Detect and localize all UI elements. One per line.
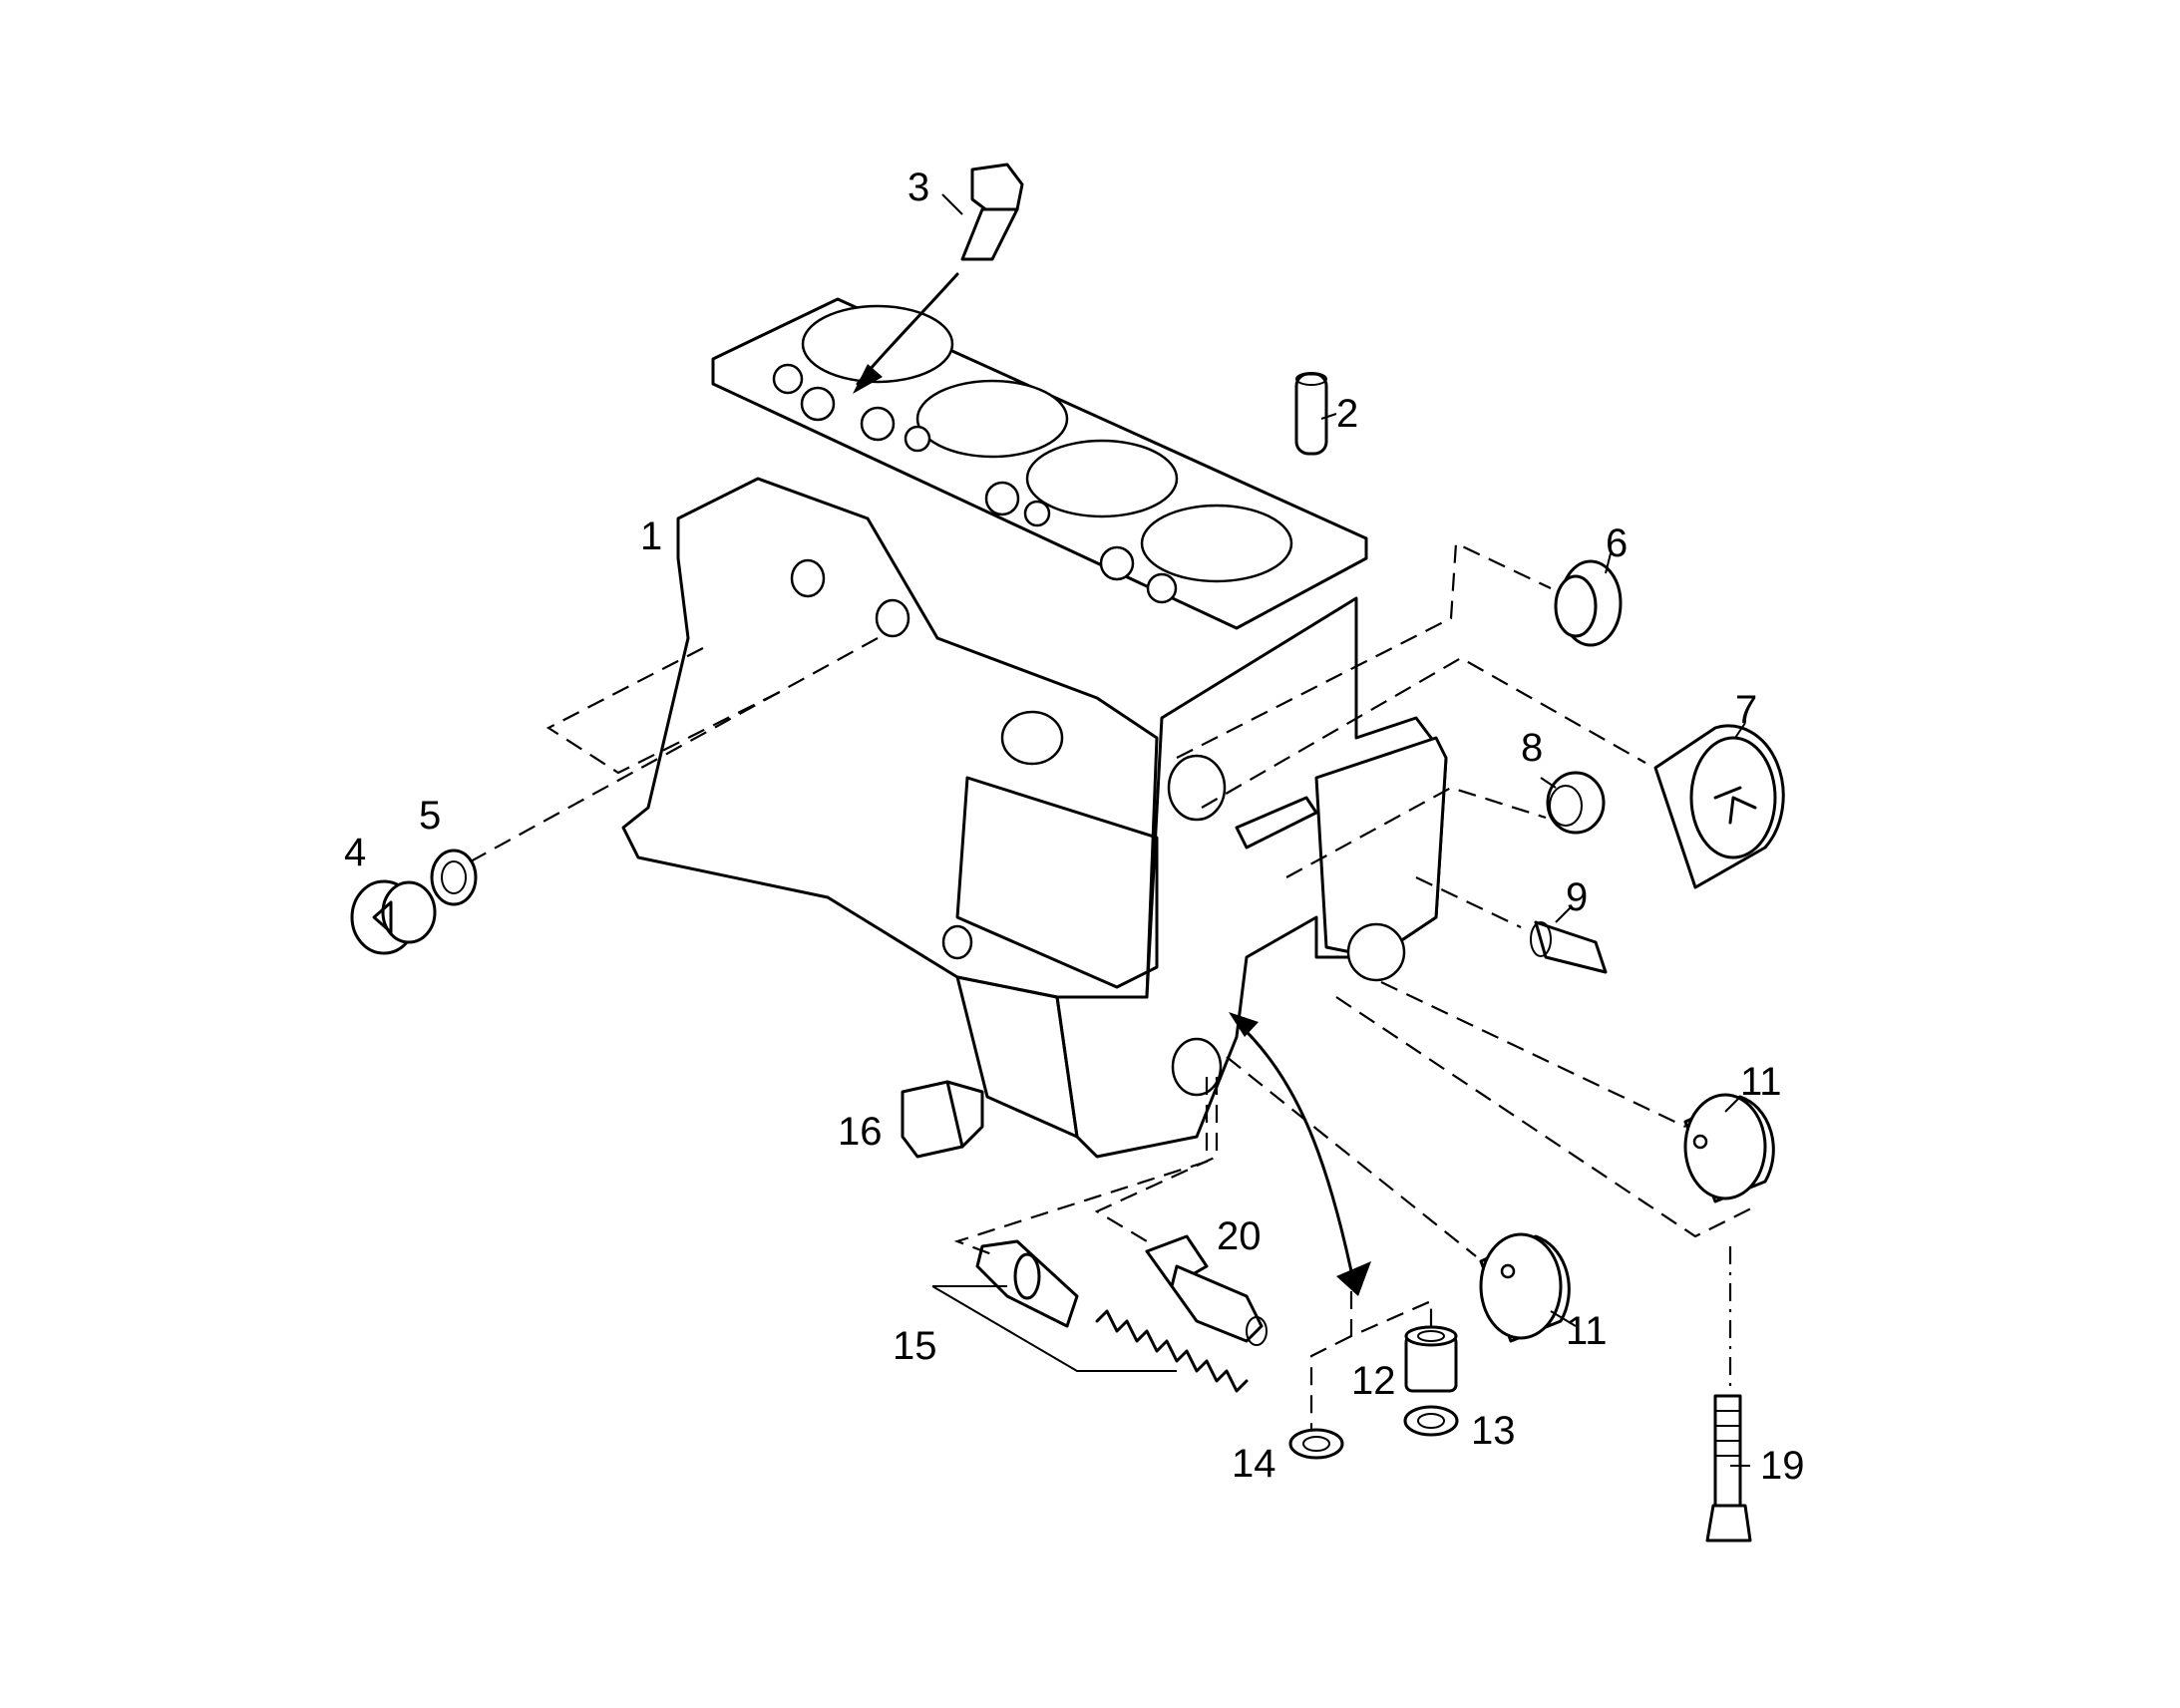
callout-6: 6 <box>1606 521 1629 565</box>
part-12-nut <box>1404 1325 1458 1393</box>
callout-12: 12 <box>1351 1359 1396 1403</box>
part-2-dowel-pin <box>1294 372 1328 456</box>
assembly-lines <box>468 541 1756 1431</box>
callout-7: 7 <box>1735 688 1758 732</box>
part-14-washer <box>1288 1428 1344 1460</box>
part-8-bushing <box>1546 771 1606 835</box>
callout-15: 15 <box>893 1324 937 1368</box>
part-20-fitting <box>1145 1234 1268 1346</box>
part-11-bushing-lower <box>1479 1232 1571 1343</box>
callout-11-lower: 11 <box>1566 1309 1608 1353</box>
part-15-relief-valve <box>931 1239 1249 1393</box>
callout-2: 2 <box>1336 392 1359 436</box>
callout-11-upper: 11 <box>1740 1060 1782 1104</box>
callout-14: 14 <box>1232 1442 1276 1486</box>
callout-8: 8 <box>1521 726 1544 770</box>
part-16-plug <box>901 1080 984 1159</box>
part-19-bolt <box>1705 1394 1752 1542</box>
leader-lines <box>941 193 1750 1467</box>
part-11-bushing-upper <box>1683 1093 1775 1203</box>
callout-20: 20 <box>1217 1214 1262 1258</box>
callout-3: 3 <box>908 166 930 209</box>
part-5-washer <box>430 849 478 906</box>
callout-13: 13 <box>1471 1409 1516 1453</box>
callout-19: 19 <box>1760 1444 1805 1488</box>
part-3-nozzle <box>853 163 1024 394</box>
part-6-ring <box>1554 559 1623 647</box>
part-13-washer <box>1403 1405 1459 1437</box>
callout-9: 9 <box>1566 875 1589 919</box>
callout-5: 5 <box>419 794 442 838</box>
part-7-cap <box>1653 724 1785 889</box>
part-4-plug <box>350 879 437 955</box>
part-9-pin <box>1530 920 1608 974</box>
callout-16: 16 <box>838 1110 883 1154</box>
engine-block <box>621 297 1448 1159</box>
callout-1: 1 <box>640 514 663 558</box>
callout-4: 4 <box>344 831 367 874</box>
